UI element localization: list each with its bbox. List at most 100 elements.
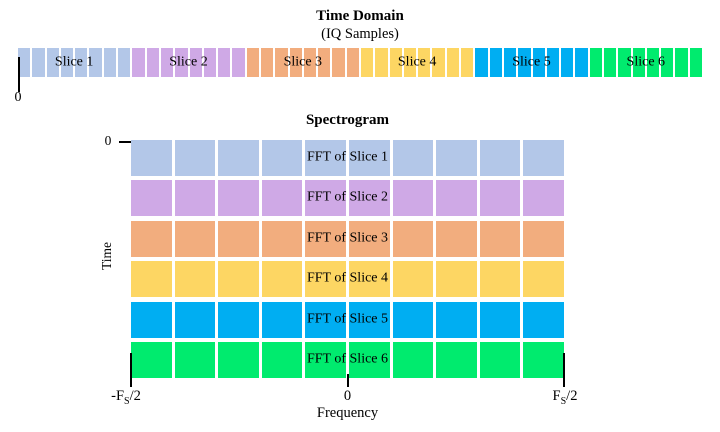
fft-cell [436,301,477,338]
fft-cells [131,180,564,217]
fft-cell [348,342,390,378]
time-slice: Slice 4 [360,48,474,77]
iq-sample-segment [332,48,345,77]
fft-cell [392,301,434,338]
tick-text: /2 [129,388,141,404]
fft-cell [348,301,390,338]
fft-cell [392,342,434,378]
fft-cell [348,140,390,176]
iq-sample-segments [589,48,703,77]
time-origin-tick [18,57,20,92]
fft-row-label: FFT of Slice 1 [306,149,389,165]
fft-cell [218,220,259,257]
iq-sample-segment [89,48,102,77]
fft-cell [523,261,564,298]
fft-cell [261,180,303,217]
fft-cell [436,220,477,257]
iq-sample-segment [289,48,302,77]
fft-cell [218,342,259,378]
fft-cell [479,261,521,298]
spectrogram-title: Spectrogram [305,112,390,128]
iq-sample-segment [118,48,131,77]
fft-cell [131,261,172,298]
tick-text: /2 [566,388,578,404]
fft-cell [131,180,172,217]
tick-subscript: S [124,395,130,407]
fft-cell [523,342,564,378]
iq-sample-segment [575,48,588,77]
iq-sample-segment [632,48,645,77]
iq-sample-segment [60,48,74,77]
fft-cell [305,261,346,298]
time-slice-label: Slice 6 [626,54,666,70]
frequency-tick-right [563,353,565,387]
iq-sample-segment [418,48,431,77]
fft-cell [218,301,259,338]
fft-cells [131,342,564,378]
iq-sample-segment [360,48,374,77]
frequency-tick-left [130,353,132,387]
fft-cell [436,261,477,298]
time-slice: Slice 5 [475,48,588,77]
fft-cell [261,140,303,176]
spectrogram-time-origin-tick [119,141,136,143]
iq-sample-segment [260,48,274,77]
iq-sample-segment [103,48,117,77]
fft-row-label: FFT of Slice 2 [306,190,389,206]
fft-cell [174,220,216,257]
fft-cell [174,180,216,217]
iq-sample-segment [546,48,560,77]
fft-cell [479,301,521,338]
iq-sample-segment [689,48,703,77]
iq-sample-segment [603,48,617,77]
iq-sample-segment [318,48,331,77]
tick-text: F [552,388,561,404]
iq-sample-segment [518,48,531,77]
iq-sample-segment [675,48,688,77]
spectrogram-row: FFT of Slice 3 [131,220,564,257]
frequency-tick-label-center: 0 [337,388,358,407]
fft-cell [131,220,172,257]
iq-sample-segment [275,48,288,77]
fft-cell [479,140,521,176]
iq-sample-segment [32,48,45,77]
fft-cell [174,261,216,298]
iq-sample-segment [146,48,159,77]
iq-sample-segment [75,48,88,77]
iq-sample-segment [132,48,145,77]
fft-cell [523,301,564,338]
fft-cells [131,261,564,298]
iq-sample-segment [475,48,488,77]
iq-sample-segment [446,48,460,77]
fft-cells [131,140,564,176]
spectrogram-row: FFT of Slice 6 [131,342,564,378]
iq-sample-segment [203,48,217,77]
fft-cell [479,180,521,217]
frequency-tick-label-right: FS/2 [540,388,590,407]
fft-cell [348,220,390,257]
time-slice-label: Slice 2 [169,54,208,70]
fft-row-label: FFT of Slice 5 [306,311,389,327]
frequency-axis-label: Frequency [316,405,379,421]
fft-row-label: FFT of Slice 6 [306,351,389,367]
fft-cell [523,140,564,176]
iq-sample-segment [618,48,631,77]
fft-cell [479,342,521,378]
fft-cell [174,140,216,176]
iq-sample-segments [360,48,474,77]
fft-cell [131,342,172,378]
fft-cell [261,342,303,378]
iq-sample-segment [175,48,188,77]
fft-cell [523,180,564,217]
time-domain-subtitle: (IQ Samples) [321,26,399,42]
fft-cell [305,180,346,217]
fft-cell [392,261,434,298]
iq-sample-segment [432,48,445,77]
time-slice: Slice 6 [589,48,703,77]
fft-cell [392,220,434,257]
fft-cell [174,301,216,338]
time-slice-label: Slice 1 [54,54,94,70]
iq-sample-segment [346,48,360,77]
iq-sample-segment [561,48,574,77]
